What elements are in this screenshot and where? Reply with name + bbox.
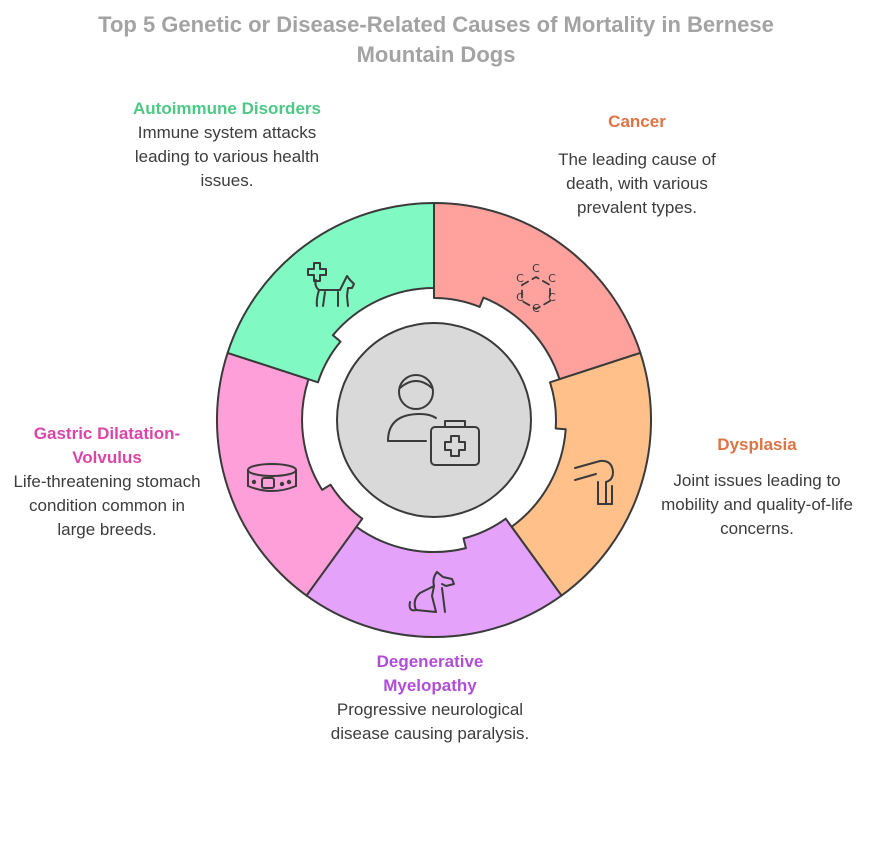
label-title: Degenerative Myelopathy (376, 652, 484, 695)
center-hub (336, 322, 532, 518)
veterinarian-with-medical-kit-icon (387, 374, 480, 466)
dog-with-health-cross-icon (307, 262, 355, 307)
cell-hexagon-letters: C C C C C C (516, 262, 556, 315)
svg-text:C: C (548, 272, 556, 285)
label-title: Autoimmune Disorders (133, 99, 321, 118)
label-degenerative-myelopathy: Degenerative Myelopathy Progressive neur… (330, 650, 530, 746)
label-description: The leading cause of death, with various… (558, 150, 716, 217)
diagram-title: Top 5 Genetic or Disease-Related Causes … (98, 12, 774, 67)
label-title: Gastric Dilatation-Volvulus (33, 424, 181, 467)
svg-text:C: C (516, 272, 524, 285)
label-title: Dysplasia (717, 435, 797, 454)
sitting-dog-icon (408, 571, 455, 613)
svg-text:C: C (532, 262, 540, 275)
label-description: Progressive neurological disease causing… (330, 700, 530, 743)
label-title: Cancer (608, 112, 666, 131)
label-description: Immune system attacks leading to various… (134, 123, 320, 190)
svg-text:C: C (548, 291, 556, 304)
label-gastric-dilatation-volvulus: Gastric Dilatation-Volvulus Life-threate… (12, 422, 202, 542)
svg-text:C: C (532, 302, 540, 315)
label-description: Joint issues leading to mobility and qua… (661, 471, 853, 538)
cell-hexagon-icon (521, 275, 551, 311)
label-dysplasia: Dysplasia Joint issues leading to mobili… (657, 433, 857, 541)
label-cancer: Cancer The leading cause of death, with … (542, 110, 732, 220)
dog-collar-icon (247, 463, 297, 492)
segment-autoimmune-disorders (226, 202, 435, 384)
knee-joint-icon (574, 459, 614, 505)
svg-text:C: C (516, 291, 524, 304)
label-autoimmune-disorders: Autoimmune Disorders Immune system attac… (132, 97, 322, 193)
label-description: Life-threatening stomach condition commo… (13, 472, 201, 539)
